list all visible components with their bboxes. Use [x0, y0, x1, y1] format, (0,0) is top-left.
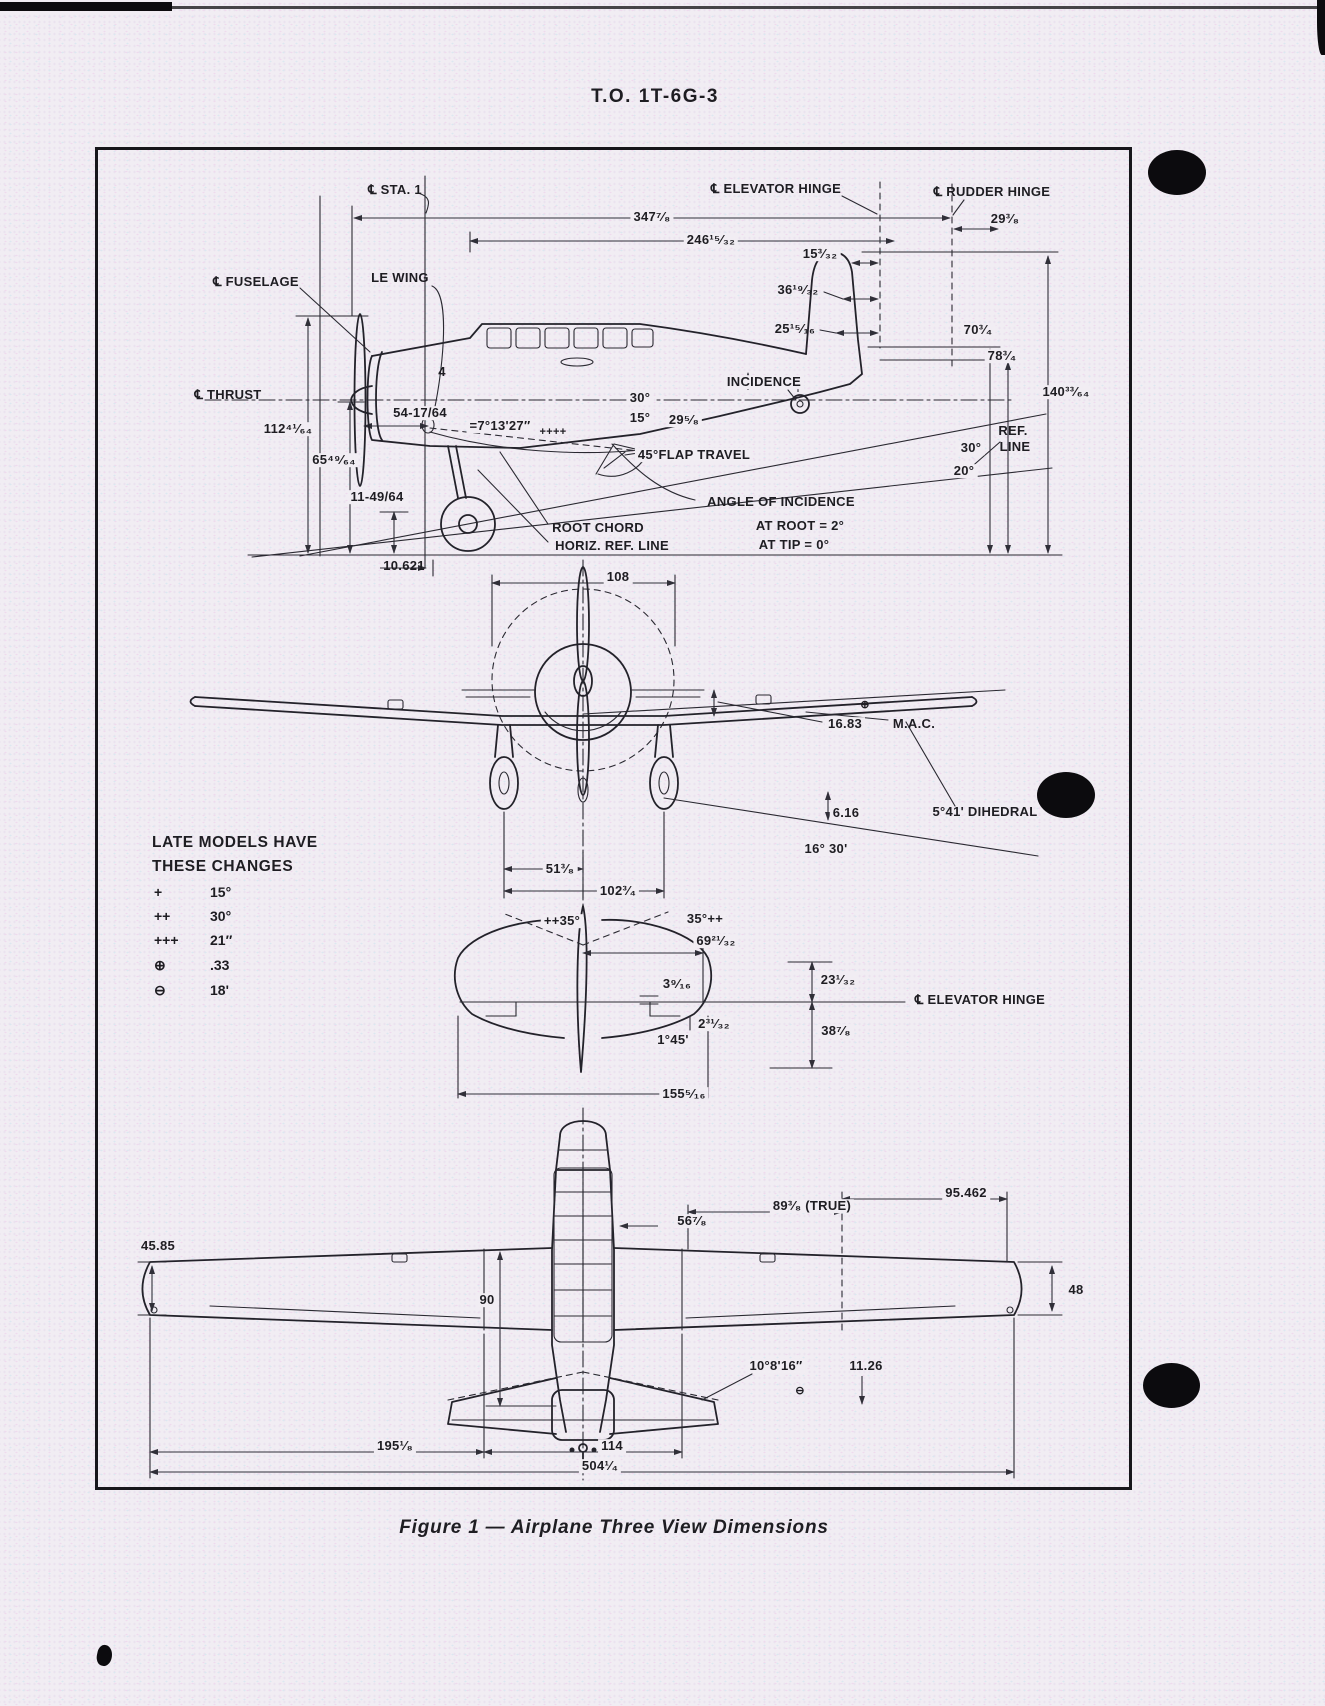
dim-114: 114 [598, 1439, 626, 1453]
ref-line-label-1: REF. [998, 423, 1028, 439]
angle-of-incidence-title: ANGLE OF INCIDENCE [707, 494, 855, 510]
angle-16-30: 16° 30' [801, 842, 851, 856]
legend-value: 18' [210, 982, 229, 998]
dim-70-3-4: 70³⁄₄ [960, 323, 996, 337]
dim-2-31-32: 2³¹⁄₃₂ [695, 1017, 733, 1031]
punch-hole [1148, 150, 1206, 195]
dim-25-15-16: 25¹⁵⁄₁₆ [774, 321, 816, 337]
legend-symbol: ++ [154, 908, 171, 924]
elevator-hinge-centerline-label: ℄ ELEVATOR HINGE [710, 181, 842, 197]
legend-symbol: + [154, 884, 163, 900]
dim-6-16: 6.16 [829, 806, 863, 820]
dim-140-33-64: 140³³⁄₆₄ [1039, 385, 1093, 399]
dim-112-41-64: 112⁴¹⁄₆₄ [260, 422, 316, 436]
dim-195-1-8: 195¹⁄₈ [373, 1439, 417, 1453]
dim-29-3-8: 29³⁄₈ [990, 211, 1020, 227]
legend-value: 21″ [210, 932, 233, 948]
sta-1-centerline-label: ℄ STA. 1 [368, 182, 422, 198]
dim-90: 90 [476, 1293, 498, 1307]
late-model-symbol-icon: ⊖ [795, 1385, 805, 1398]
dim-95-462: 95.462 [942, 1186, 990, 1200]
mac-label: M.A.C. [892, 716, 936, 732]
ref-line-label-2: LINE [999, 439, 1031, 455]
dim-36-19-32: 36¹⁹⁄₃₂ [777, 282, 819, 298]
late-model-plus-marks: ++++ [539, 426, 567, 439]
dim-29-5-8: 29⁵⁄₈ [665, 413, 703, 427]
dim-69-21-32: 69²¹⁄₃₂ [693, 934, 739, 948]
plan-view-drawing [137, 1107, 1063, 1481]
angle-1-45: 1°45' [654, 1033, 692, 1047]
elevator-throw-35-right: 35°++ [683, 912, 727, 926]
dim-347-7-8: 347⁷⁄₈ [630, 210, 674, 224]
legend-value: 15° [210, 884, 232, 900]
dim-65-49-64: 65⁴⁹⁄₆₄ [309, 453, 359, 467]
side-view-drawing [204, 175, 1063, 577]
dihedral-label: 5°41' DIHEDRAL [932, 804, 1038, 820]
tail-angle-30: 30° [957, 441, 985, 455]
dim-78-3-4: 78³⁄₄ [984, 349, 1020, 363]
fuselage-centerline-label: ℄ FUSELAGE [213, 274, 299, 290]
scan-edge-blob [1317, 0, 1325, 55]
stab-sweep-angle: 10°8'16″ [746, 1359, 806, 1373]
legend-value: 30° [210, 908, 232, 924]
dim-11-26: 11.26 [849, 1358, 883, 1374]
dim-4: 4 [438, 364, 446, 380]
front-view-drawing [189, 559, 1039, 907]
dim-15-3-32: 15³⁄₃₂ [799, 247, 841, 261]
punch-hole [1143, 1363, 1200, 1408]
dim-16-83: 16.83 [824, 717, 866, 731]
incidence-label: INCIDENCE [723, 375, 805, 389]
elevator-hinge-centerline-label-tail: ℄ ELEVATOR HINGE [911, 993, 1049, 1007]
dim-51-3-8: 51³⁄₈ [542, 862, 578, 876]
punch-hole [1037, 772, 1095, 818]
dim-48: 48 [1068, 1282, 1084, 1298]
dim-89-3-8-true: 89³⁄₈ (TRUE) [769, 1199, 855, 1213]
elevator-throw-35-left: ++35° [540, 914, 584, 928]
rudder-hinge-centerline-label: ℄ RUDDER HINGE [933, 184, 1051, 200]
figure-caption: Figure 1 — Airplane Three View Dimension… [399, 1517, 829, 1538]
leading-edge-wing-label: LE WING [371, 270, 429, 286]
legend-symbol: +++ [154, 932, 179, 948]
scan-edge-bar [0, 2, 172, 11]
horizontal-ref-line-label: HORIZ. REF. LINE [555, 538, 669, 554]
mac-late-symbol-icon: ⊕ [860, 699, 870, 712]
dim-10-621: 10.621 [383, 558, 425, 574]
dim-155-5-16: 155⁵⁄₁₆ [659, 1087, 709, 1101]
legend-symbol: ⊖ [154, 982, 166, 998]
tail-angle-20: 20° [950, 464, 978, 478]
dim-23-1-32: 23¹⁄₃₂ [817, 973, 859, 987]
root-chord-label: ROOT CHORD [552, 520, 644, 536]
thrust-centerline-label: ℄ THRUST [194, 387, 262, 403]
scan-edge-line [160, 6, 1325, 9]
dim-11-49-64: 11-49/64 [347, 490, 407, 504]
dim-45-85: 45.85 [140, 1238, 176, 1254]
page-title: T.O. 1T-6G-3 [591, 86, 719, 107]
angle-15: 15° [626, 411, 654, 425]
dim-3-9-16: 3⁹⁄₁₆ [659, 977, 695, 991]
dim-38-7-8: 38⁷⁄₈ [818, 1024, 854, 1038]
legend-symbol: ⊕ [154, 957, 166, 973]
figure-border [95, 147, 1132, 1490]
dim-246-15-32: 246¹⁵⁄₃₂ [683, 233, 739, 247]
windshield-angle-30: 30° [626, 391, 654, 405]
dim-56-7-8: 56⁷⁄₈ [674, 1214, 710, 1228]
flap-travel-label: 45°FLAP TRAVEL [634, 448, 754, 462]
dim-54-17-64: 54-17/64 [390, 406, 450, 420]
thrust-line-angle: =7°13'27″ [466, 419, 534, 433]
dim-102-3-4: 102³⁄₄ [596, 884, 640, 898]
angle-of-incidence-root: AT ROOT = 2° [755, 518, 845, 534]
dim-504-1-4: 504¹⁄₄ [578, 1459, 622, 1473]
legend-title-line1: LATE MODELS HAVE [152, 834, 318, 851]
tail-detail-drawing [454, 905, 906, 1099]
legend-value: .33 [210, 957, 230, 973]
dim-108: 108 [603, 570, 633, 584]
angle-of-incidence-tip: AT TIP = 0° [758, 537, 830, 553]
legend-title-line2: THESE CHANGES [152, 858, 294, 875]
